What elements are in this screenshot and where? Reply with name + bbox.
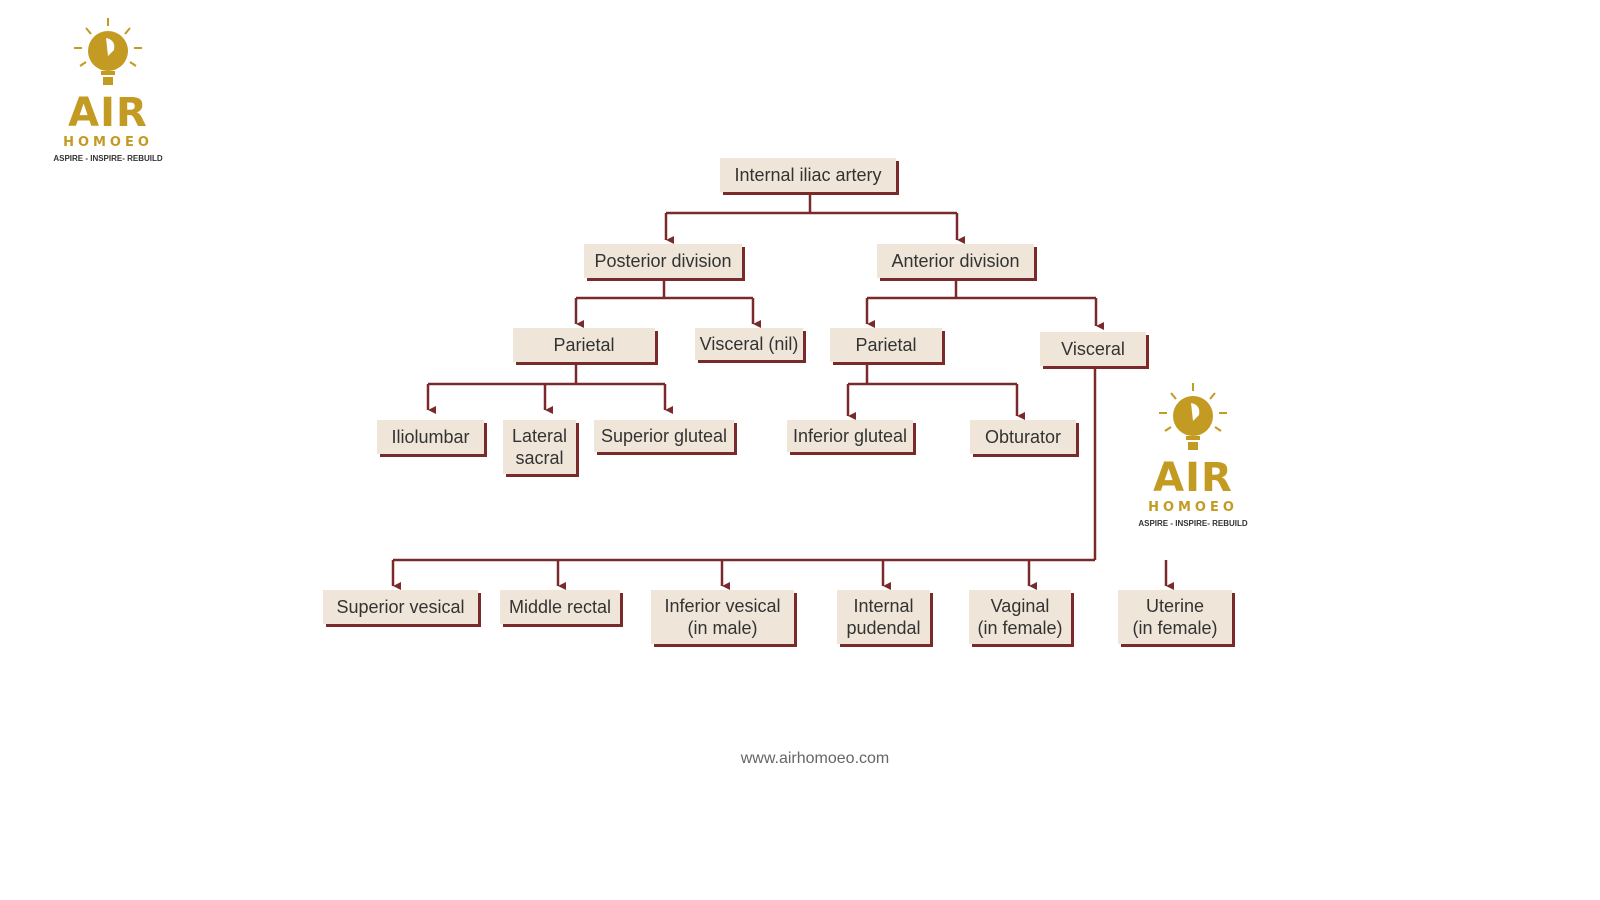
node-superior-gluteal: Superior gluteal — [594, 420, 734, 452]
logo-title: AIR — [1153, 455, 1233, 501]
node-iliolumbar: Iliolumbar — [377, 420, 484, 454]
node-internal-pudendal: Internal pudendal — [837, 590, 930, 644]
node-inferior-vesical: Inferior vesical (in male) — [651, 590, 794, 644]
node-anterior-visceral: Visceral — [1040, 332, 1146, 366]
node-posterior-division: Posterior division — [584, 244, 742, 278]
logo-top-left: AIR HOMOEO ASPIRE - INSPIRE- REBUILD — [43, 16, 173, 163]
logo-subtitle: HOMOEO — [1148, 500, 1238, 515]
bulb-sun-icon — [74, 18, 142, 85]
node-vaginal: Vaginal (in female) — [969, 590, 1071, 644]
node-inferior-gluteal: Inferior gluteal — [787, 420, 913, 452]
node-lateral-sacral: Lateral sacral — [503, 420, 576, 474]
logo-tagline: ASPIRE - INSPIRE- REBUILD — [53, 154, 163, 163]
node-superior-vesical: Superior vesical — [323, 590, 478, 624]
logo-tagline: ASPIRE - INSPIRE- REBUILD — [1138, 519, 1248, 528]
node-uterine: Uterine (in female) — [1118, 590, 1232, 644]
node-anterior-division: Anterior division — [877, 244, 1034, 278]
logo-subtitle: HOMOEO — [63, 135, 153, 150]
logo-title: AIR — [68, 90, 148, 136]
footer-url: www.airhomoeo.com — [740, 750, 890, 767]
logo-watermark: AIR HOMOEO ASPIRE - INSPIRE- REBUILD — [1128, 381, 1258, 528]
node-internal-iliac-artery: Internal iliac artery — [720, 158, 896, 192]
node-anterior-parietal: Parietal — [830, 328, 942, 362]
node-obturator: Obturator — [970, 420, 1076, 454]
node-middle-rectal: Middle rectal — [500, 590, 620, 624]
bulb-sun-icon — [1159, 383, 1227, 450]
node-posterior-parietal: Parietal — [513, 328, 655, 362]
node-posterior-visceral: Visceral (nil) — [695, 328, 803, 360]
